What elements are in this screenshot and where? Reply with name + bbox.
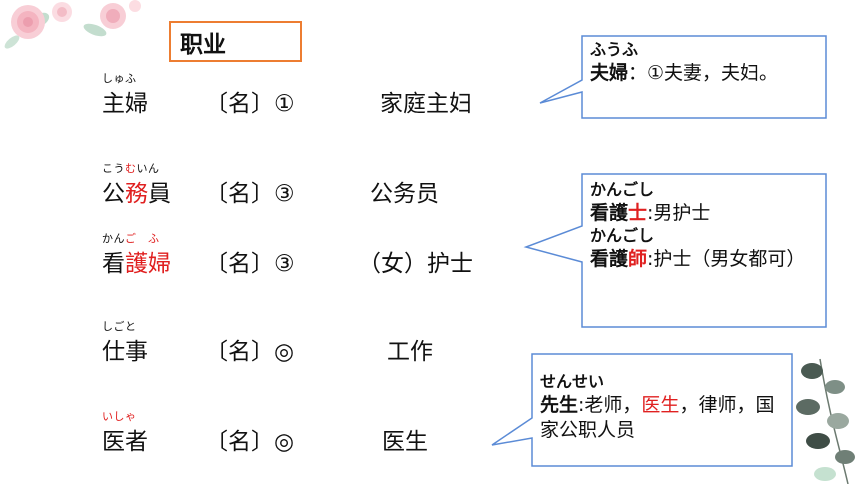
callout-reading: かんごし — [590, 226, 655, 246]
callout-term: 夫婦 — [590, 61, 629, 84]
vocab-entry-kangofu: かんご ふ 看護婦 〔名〕③ （女）护士 — [0, 230, 580, 290]
meaning: 家庭主妇 — [380, 91, 472, 117]
furigana: しゅふ — [102, 72, 137, 85]
callout-term: 先生 — [540, 393, 579, 416]
callout-definition: ：①夫妻，夫妇。 — [628, 61, 779, 84]
part-of-speech: 〔名〕③ — [205, 181, 295, 207]
callout-reading: ふうふ — [590, 40, 639, 59]
callout-line: 看護師:护士（男女都可） — [590, 248, 806, 271]
eucalyptus-leaves-icon — [796, 358, 855, 484]
furigana: かんご ふ — [102, 232, 160, 245]
callout-reading: かんごし — [590, 180, 655, 199]
pink-flowers-icon — [4, 0, 141, 49]
vocab-entry-shufu: しゅふ 主婦 〔名〕① 家庭主妇 — [0, 70, 580, 130]
furigana: しごと — [102, 320, 137, 333]
part-of-speech: 〔名〕① — [205, 91, 295, 117]
meaning: （女）护士 — [358, 251, 473, 277]
part-of-speech: 〔名〕◎ — [205, 429, 295, 455]
vocab-entry-isha: いしゃ 医者 〔名〕◎ 医生 — [0, 408, 580, 468]
callout-sensei: せんせい 先生:老师，医生，律师，国家公职人员 — [540, 372, 786, 444]
vocab-entry-koumuin: こうむいん 公務員 〔名〕③ 公务员 — [0, 160, 580, 220]
vocab-word: 看護婦 — [102, 251, 171, 277]
category-heading: 职业 — [169, 21, 302, 62]
meaning: 工作 — [387, 339, 433, 365]
callout-kango: かんごし 看護士:男护士 かんごし 看護師:护士（男女都可） — [590, 180, 820, 273]
furigana: こうむいん — [102, 162, 160, 175]
vocab-word: 主婦 — [102, 91, 148, 117]
vocab-entry-shigoto: しごと 仕事 〔名〕◎ 工作 — [0, 318, 580, 378]
vocab-word: 医者 — [102, 429, 148, 455]
category-heading-text: 职业 — [180, 31, 226, 58]
callout-fuufu: ふうふ 夫婦：①夫妻，夫妇。 — [590, 40, 820, 86]
callout-reading: せんせい — [540, 372, 605, 391]
furigana: いしゃ — [102, 410, 137, 423]
vocab-word: 仕事 — [102, 339, 148, 365]
part-of-speech: 〔名〕③ — [205, 251, 295, 277]
part-of-speech: 〔名〕◎ — [205, 339, 295, 365]
callout-line: 看護士:男护士 — [590, 201, 711, 224]
meaning: 公务员 — [370, 181, 439, 207]
vocab-word: 公務員 — [102, 181, 171, 207]
meaning: 医生 — [382, 429, 428, 455]
